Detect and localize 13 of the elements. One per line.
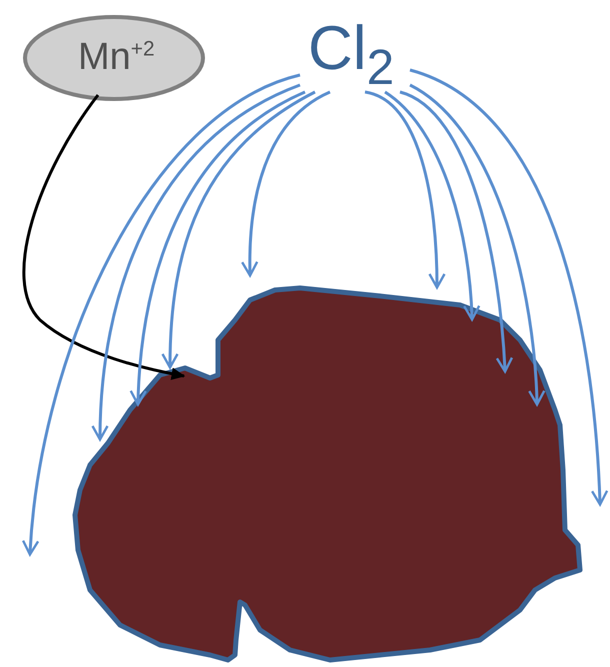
arrow [399,90,513,373]
arrow [409,84,546,406]
arrow [241,90,331,277]
arrow [364,90,446,289]
ion-label: Mn$^{+2}$ [78,38,155,76]
arrow [92,84,301,441]
arrow [22,74,300,556]
arrow [22,94,186,380]
arrow [130,90,306,406]
arrow [384,90,480,321]
molecule-label: Cl$_{2}$ [308,18,394,92]
arrow [409,68,608,506]
arrow [162,90,316,369]
